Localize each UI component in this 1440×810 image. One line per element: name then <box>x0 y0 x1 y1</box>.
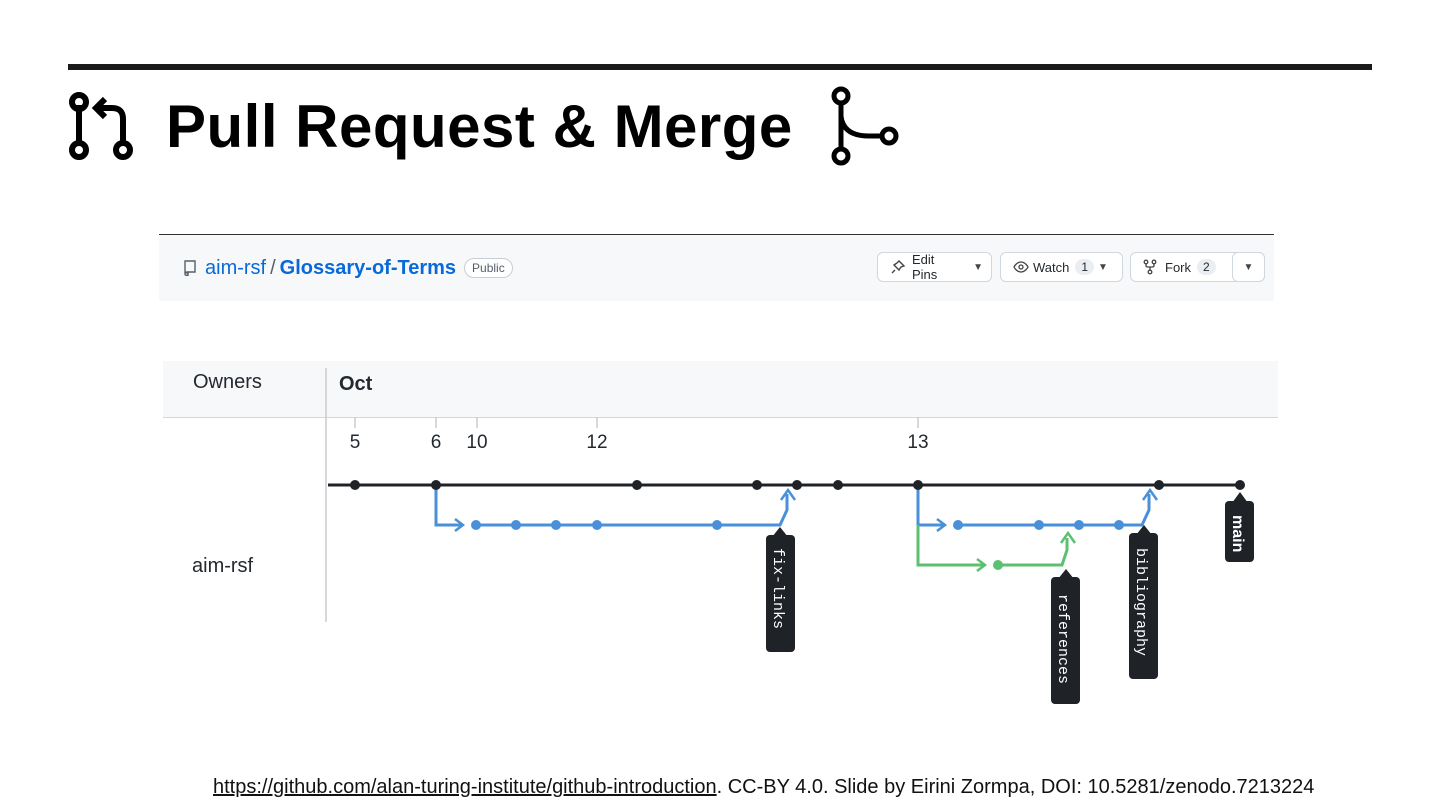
network-header <box>163 361 1278 418</box>
fork-label: Fork <box>1165 259 1191 275</box>
commit-dot[interactable] <box>350 480 360 490</box>
watch-count: 1 <box>1075 259 1095 275</box>
repo-separator: / <box>270 256 276 279</box>
footer-credit-text: . CC-BY 4.0. Slide by Eirini Zormpa, DOI… <box>716 776 1315 798</box>
commit-dot[interactable] <box>1074 520 1084 530</box>
date-ticks <box>354 417 919 428</box>
month-label: Oct <box>339 373 373 395</box>
commit-dot[interactable] <box>712 520 722 530</box>
title-rule <box>68 64 1372 70</box>
date-label: 5 <box>350 432 361 453</box>
commit-dot[interactable] <box>551 520 561 530</box>
slide-header: Pull Request & Merge <box>68 84 901 168</box>
commit-dot[interactable] <box>471 520 481 530</box>
fork-icon <box>1143 259 1157 275</box>
chevron-down-icon: ▼ <box>973 261 983 273</box>
repo-header: aim-rsf / Glossary-of-Terms Public Edit … <box>159 234 1274 301</box>
commit-dot[interactable] <box>431 480 441 490</box>
edit-pins-button[interactable]: Edit Pins ▼ <box>877 252 992 282</box>
date-label: 10 <box>466 432 487 453</box>
commit-dot[interactable] <box>833 480 843 490</box>
date-label: 12 <box>586 432 607 453</box>
visibility-badge: Public <box>464 258 513 278</box>
commit-dot[interactable] <box>913 480 923 490</box>
watch-label: Watch <box>1033 259 1070 275</box>
repo-icon <box>183 260 197 276</box>
branch-line-references <box>916 525 1077 572</box>
date-label: 6 <box>431 432 442 453</box>
edit-pins-label: Edit Pins <box>912 252 938 282</box>
repo-name-link[interactable]: Glossary-of-Terms <box>279 256 457 279</box>
watch-button[interactable]: Watch 1 ▼ <box>1000 252 1123 282</box>
repo-owner-link[interactable]: aim-rsf <box>205 256 267 279</box>
commit-dot[interactable] <box>1114 520 1124 530</box>
commit-dot[interactable] <box>511 520 521 530</box>
branch-label-text: fix-links <box>769 548 786 629</box>
owner-name: aim-rsf <box>192 555 254 577</box>
footer-credit: https://github.com/alan-turing-institute… <box>213 776 1314 799</box>
pull-request-icon <box>68 91 134 161</box>
branch-label-text: bibliography <box>1132 548 1149 656</box>
branch-label-fix-links[interactable]: fix-links <box>766 527 795 652</box>
commit-dot[interactable] <box>1154 480 1164 490</box>
commit-dot[interactable] <box>752 480 762 490</box>
owners-label: Owners <box>193 371 262 393</box>
chevron-down-icon: ▼ <box>1243 261 1254 273</box>
branch-label-main[interactable]: main <box>1225 492 1254 562</box>
slide-title: Pull Request & Merge <box>166 92 793 160</box>
merge-icon <box>829 86 901 166</box>
date-label: 13 <box>907 432 928 453</box>
fork-count: 2 <box>1197 259 1216 275</box>
commit-dot[interactable] <box>1235 480 1245 490</box>
source-link[interactable]: https://github.com/alan-turing-institute… <box>213 776 717 798</box>
fork-dropdown-button[interactable]: ▼ <box>1232 252 1265 282</box>
commit-dot[interactable] <box>993 560 1003 570</box>
commit-dot[interactable] <box>953 520 963 530</box>
pin-icon <box>890 259 906 275</box>
commit-dot[interactable] <box>792 480 802 490</box>
commit-dot[interactable] <box>592 520 602 530</box>
branch-label-bibliography[interactable]: bibliography <box>1129 525 1158 679</box>
branch-label-text: references <box>1054 594 1071 684</box>
branch-line-fix-links <box>434 485 797 532</box>
commit-dot[interactable] <box>632 480 642 490</box>
branch-label-text: main <box>1229 515 1246 552</box>
commit-dot[interactable] <box>1034 520 1044 530</box>
eye-icon <box>1013 259 1029 275</box>
branch-label-references[interactable]: references <box>1051 569 1080 704</box>
chevron-down-icon: ▼ <box>1098 261 1108 273</box>
